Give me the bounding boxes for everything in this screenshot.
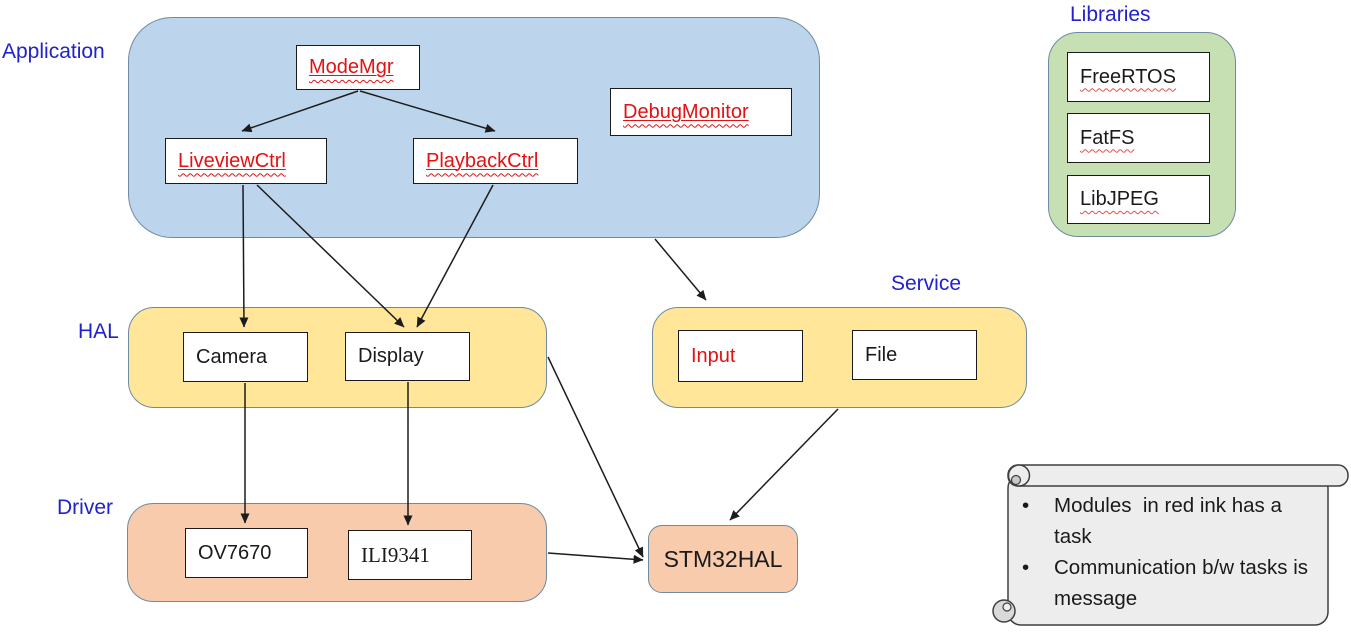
note-bullet-2: •Communication b/w tasks is message <box>1020 552 1320 614</box>
module-debugmonitor: DebugMonitor <box>610 88 792 136</box>
application-layer-label: Application <box>2 40 105 63</box>
module-liveviewctrl: LiveviewCtrl <box>165 138 327 184</box>
note-bullet-1: •Modules in red ink has a task <box>1020 490 1320 552</box>
note-text: •Modules in red ink has a task •Communic… <box>1020 490 1320 615</box>
bullet-dot: • <box>1022 494 1030 517</box>
arrow-driver-to-stm32hal <box>547 552 644 564</box>
module-camera: Camera <box>183 332 308 382</box>
module-playbackctrl: PlaybackCtrl <box>413 138 578 184</box>
module-fatfs: FatFS <box>1067 113 1210 163</box>
scroll-shape-icon <box>992 464 1349 626</box>
hal-layer-label: HAL <box>78 320 119 343</box>
arrow-service-to-stm32hal <box>729 408 839 521</box>
module-display: Display <box>345 332 470 381</box>
libraries-layer-label: Libraries <box>1070 3 1151 26</box>
note-scroll: •Modules in red ink has a task •Communic… <box>990 460 1351 630</box>
driver-layer-label: Driver <box>57 496 113 519</box>
module-input: Input <box>678 330 803 382</box>
bullet-dot: • <box>1022 556 1030 580</box>
module-stm32hal: STM32HAL <box>648 525 798 593</box>
module-modemgr: ModeMgr <box>296 45 420 90</box>
arrow-hal-to-stm32hal <box>547 356 644 558</box>
module-freertos: FreeRTOS <box>1067 52 1210 102</box>
arrow-application-to-service <box>654 238 707 301</box>
service-layer-label: Service <box>891 272 962 295</box>
module-ov7670: OV7670 <box>185 528 308 578</box>
module-libjpeg: LibJPEG <box>1067 175 1210 224</box>
module-ili9341: ILI9341 <box>348 530 472 580</box>
module-file: File <box>852 330 977 380</box>
